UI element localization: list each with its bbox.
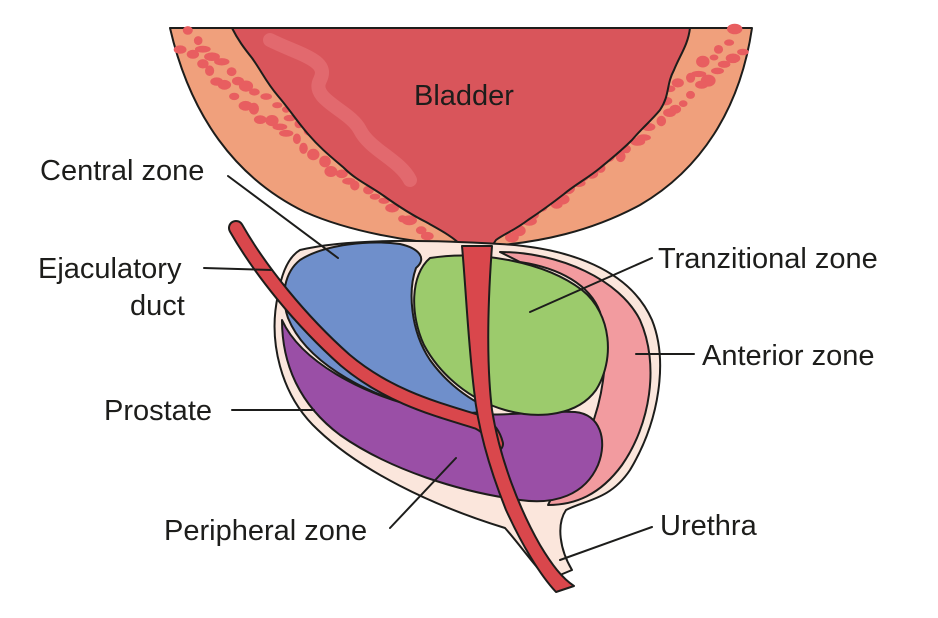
- urethra: [461, 245, 575, 593]
- wall-spot: [197, 59, 209, 69]
- bladder-highlight: [263, 33, 417, 187]
- wall-spot: [695, 80, 709, 89]
- wall-spot: [727, 23, 743, 35]
- wall-spot: [717, 60, 731, 68]
- leader-ejaculatory-duct: [203, 267, 273, 271]
- wall-spot: [663, 108, 677, 117]
- wall-spot: [272, 123, 288, 131]
- wall-spot: [656, 115, 667, 127]
- wall-spot: [229, 92, 240, 101]
- transitional-zone: [413, 254, 609, 416]
- wall-spot: [265, 115, 279, 127]
- wall-spot: [415, 226, 427, 235]
- wall-spot: [299, 142, 308, 154]
- wall-spot: [319, 155, 331, 168]
- wall-spot: [283, 114, 296, 122]
- wall-spot: [205, 65, 215, 76]
- wall-spot: [737, 48, 749, 56]
- label-peripheral-zone: Peripheral zone: [164, 515, 367, 547]
- wall-spot: [248, 102, 259, 115]
- wall-spot: [385, 203, 399, 213]
- wall-spot: [249, 88, 260, 96]
- wall-spot: [505, 232, 519, 243]
- label-ejaculatory-duct-line1: Ejaculatory: [38, 253, 182, 285]
- label-bladder: Bladder: [414, 80, 514, 112]
- wall-spot: [204, 52, 220, 61]
- bladder-wall-texture: [173, 23, 749, 243]
- wall-spot: [194, 45, 211, 53]
- wall-spot: [378, 197, 390, 204]
- wall-spot: [713, 45, 724, 54]
- label-ejaculatory-duct-line2: duct: [130, 290, 185, 322]
- wall-spot: [324, 166, 338, 177]
- wall-spot: [350, 180, 360, 191]
- wall-spot: [725, 53, 741, 64]
- wall-spot: [686, 72, 696, 83]
- leader-urethra: [559, 526, 653, 561]
- wall-spot: [724, 39, 735, 46]
- label-prostate: Prostate: [104, 395, 212, 427]
- wall-spot: [671, 78, 684, 88]
- wall-spot: [253, 115, 267, 124]
- label-central-zone: Central zone: [40, 155, 204, 187]
- wall-spot: [709, 54, 719, 61]
- wall-spot: [630, 137, 646, 146]
- wall-spot: [292, 133, 301, 145]
- wall-spot: [678, 100, 688, 107]
- wall-spot: [401, 215, 417, 226]
- wall-spot: [214, 58, 230, 66]
- wall-spot: [182, 26, 193, 35]
- leader-central-zone: [227, 175, 339, 259]
- label-urethra: Urethra: [660, 510, 758, 542]
- wall-spot: [711, 67, 724, 75]
- wall-spot: [186, 49, 200, 59]
- wall-spot: [272, 102, 283, 109]
- wall-spot: [238, 80, 254, 92]
- wall-spot: [686, 90, 695, 99]
- wall-spot: [226, 67, 237, 77]
- wall-spot: [173, 45, 187, 54]
- wall-spot: [307, 148, 320, 161]
- wall-spot: [260, 93, 273, 100]
- label-anterior-zone: Anterior zone: [702, 340, 875, 372]
- central-zone: [283, 241, 493, 415]
- wall-spot: [369, 193, 381, 200]
- wall-spot: [279, 129, 294, 137]
- label-transitional-zone: Tranzitional zone: [658, 243, 878, 275]
- wall-spot: [696, 55, 710, 68]
- wall-spot: [690, 70, 707, 78]
- wall-spot: [420, 231, 434, 241]
- wall-spot: [193, 36, 203, 46]
- wall-spot: [217, 79, 232, 90]
- leader-peripheral-zone: [389, 457, 457, 529]
- wall-spot: [335, 169, 348, 179]
- leader-transitional-zone: [529, 257, 653, 313]
